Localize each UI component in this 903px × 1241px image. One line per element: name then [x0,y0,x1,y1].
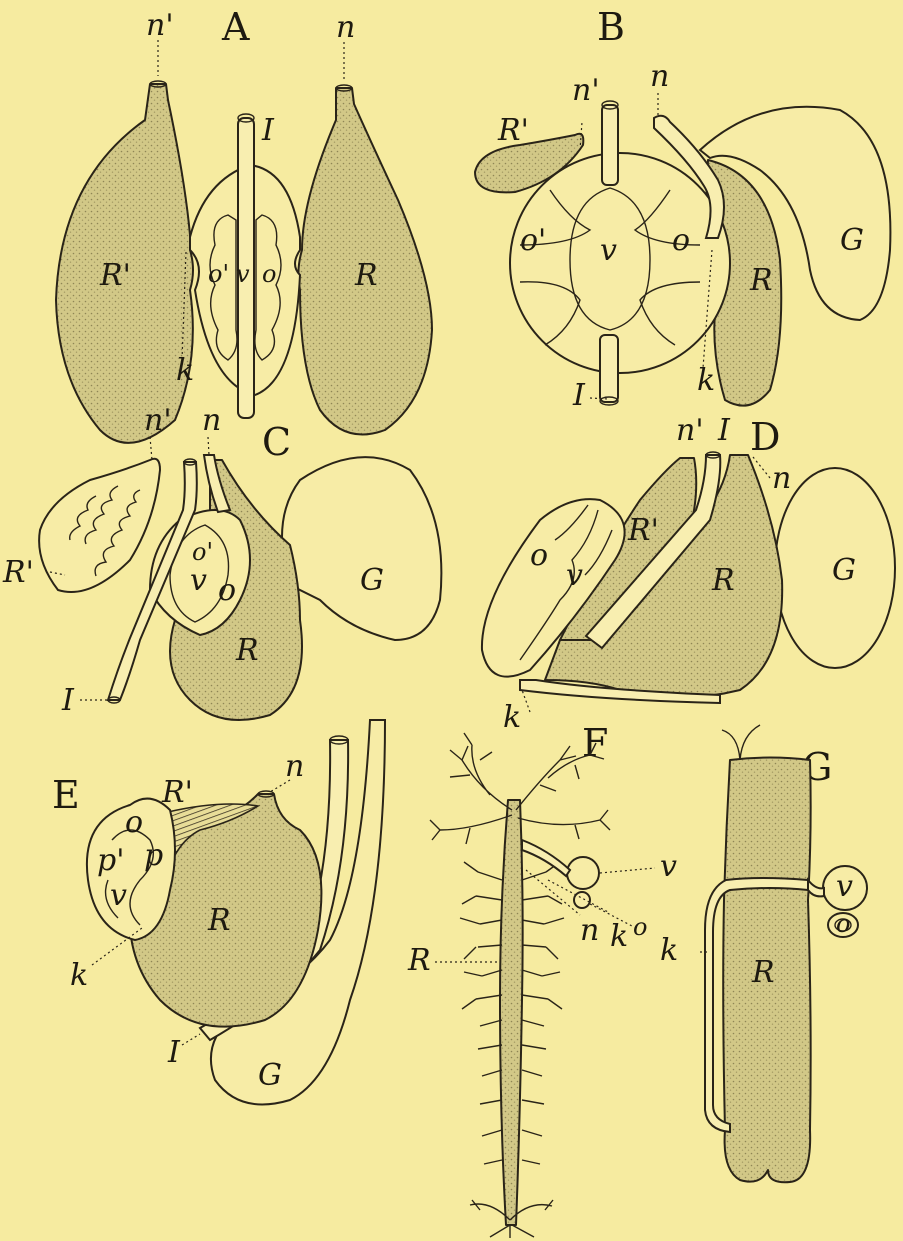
panel-f-label-o: o [633,913,647,941]
panel-c-label-v: v [190,563,207,598]
panel-a-label-i: I [261,113,275,148]
panel-f-label-v: v [660,849,677,884]
panel-b-central-disk [510,153,730,373]
panel-a-label-o: o [262,260,276,288]
panel-c-kidney-left [39,459,160,592]
panel-f-leader-v [600,868,655,873]
panel-f-label-r: R [407,943,431,978]
panel-f-circle-v [567,857,599,889]
panel-g-label-v: v [836,869,853,904]
panel-c-label-o-prime: o' [192,538,213,566]
panel-b-label-o-prime: o' [520,223,546,258]
panel-d-label-g: G [832,553,856,588]
panel-f-connecting-duct [522,840,570,876]
panel-g: G v o k R [660,725,867,1182]
panel-c-leader-n-prime [150,437,152,460]
panel-g-top-fork [722,725,760,760]
panel-e-label-p-prime: p' [97,843,124,878]
panel-c-gland-g [282,457,441,640]
panel-e-label-i: I [167,1035,181,1070]
panel-d-label-v: v [566,558,583,593]
panel-c: C n' n R' o' v o G R I [2,403,441,720]
panel-d-label-n: n [772,461,791,496]
panel-d-label-i: I [717,413,731,448]
panel-c-label-n-prime: n' [144,403,172,438]
panel-a-label-n: n [336,10,355,45]
panel-d: D n' I n o v R' R G k [482,413,895,735]
panel-c-label-n: n [202,403,221,438]
panel-a: A n' n I R' R o' v o k [56,5,432,443]
panel-g-label-o: o [836,910,850,938]
panel-a-title: A [221,5,250,49]
panel-e-label-p: p [144,838,163,873]
panel-d-label-r-prime: R' [627,513,659,548]
panel-f-circle-o [574,892,590,908]
panel-c-label-r-prime: R' [2,555,34,590]
panel-a-label-r-prime: R' [99,258,131,293]
panel-d-label-n-prime: n' [676,413,704,448]
panel-b-label-g: G [840,223,864,258]
panel-a-label-o-prime: o' [208,260,229,288]
panel-g-label-r: R [751,955,775,990]
panel-c-label-i: I [61,683,75,718]
panel-b-label-v: v [600,233,617,268]
panel-f-main-trunk [500,800,523,1225]
panel-d-label-k: k [503,700,521,735]
panel-g-label-k: k [660,933,678,968]
panel-e-label-r: R [207,903,231,938]
panel-e-label-g: G [258,1058,282,1093]
panel-a-label-n-prime: n' [146,8,174,43]
panel-a-label-r: R [354,258,378,293]
panel-f-title: F [582,721,608,765]
panel-e-title: E [52,773,80,817]
panel-f-label-k: k [610,919,628,954]
panel-b-label-i: I [572,378,586,413]
panel-b-label-o: o [672,223,690,258]
panel-f: F v o n k R [407,721,677,1238]
panel-b-tube-top [602,105,618,185]
panel-c-title: C [262,420,291,464]
panel-b-tube-bottom [600,335,618,402]
panel-c-label-r: R [235,633,259,668]
panel-e-leader-i [182,1034,200,1045]
panel-b-label-r-prime: R' [497,113,529,148]
panel-c-leader-n [208,437,209,455]
panel-e-label-k: k [70,958,88,993]
panel-g-connector [808,880,824,896]
panel-e-label-n: n [285,749,304,784]
panel-d-label-o: o [530,538,548,573]
panel-b-label-k: k [697,363,715,398]
panel-c-label-o: o [218,573,236,608]
panel-b-label-n: n [650,59,669,94]
panel-a-label-k: k [176,353,194,388]
panel-f-label-n: n [580,913,599,948]
panel-b-label-n-prime: n' [572,73,600,108]
panel-d-title: D [750,415,780,459]
panel-b-title: B [597,5,625,49]
panel-e-label-v: v [110,878,127,913]
panel-e-label-r-prime: R' [161,775,193,810]
panel-d-label-r: R [711,563,735,598]
panel-e: E R' n o p' p v R k I G [52,720,385,1105]
panel-c-label-g: G [360,563,384,598]
panel-a-label-v: v [236,260,250,288]
panel-b: B R' n' n o' v o R G k I [475,5,890,413]
panel-e-label-o: o [125,805,143,840]
panel-d-leader-k [522,690,530,712]
panel-b-label-r: R [749,263,773,298]
